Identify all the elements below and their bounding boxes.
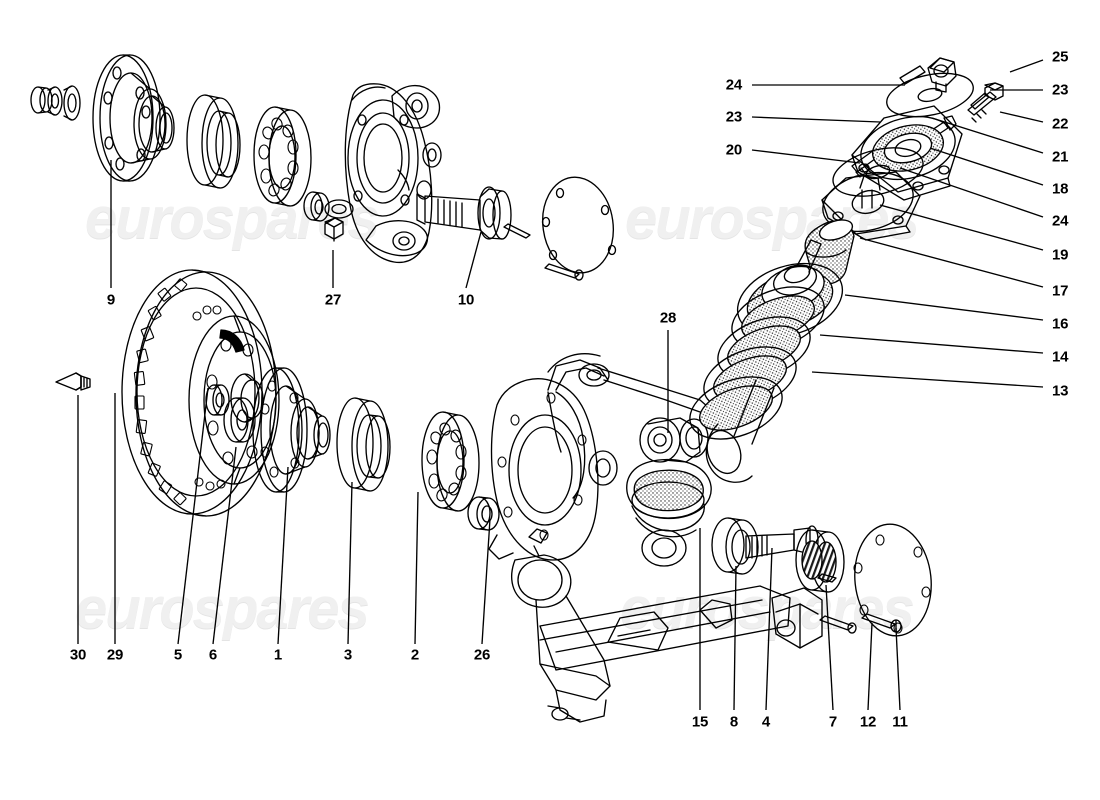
leader-line-17 xyxy=(859,237,1044,288)
leader-line-22 xyxy=(999,111,1044,123)
callout-number-24[interactable]: 24 xyxy=(1052,212,1069,230)
watermark-text: eurospares xyxy=(75,576,370,641)
callout-number-5[interactable]: 5 xyxy=(173,646,183,664)
leader-line-16 xyxy=(844,294,1044,321)
part-seal-3 xyxy=(336,397,391,492)
part-nut-washers xyxy=(30,85,81,121)
callout-number-27[interactable]: 27 xyxy=(324,291,342,309)
part-spacer-26 xyxy=(467,496,500,531)
callout-number-6[interactable]: 6 xyxy=(208,646,218,664)
callout-number-14[interactable]: 14 xyxy=(1052,348,1069,366)
callout-number-9[interactable]: 9 xyxy=(106,291,116,309)
callout-number-19[interactable]: 19 xyxy=(1052,246,1069,264)
part-wheel-stud-30 xyxy=(55,372,91,391)
part-bearing-2 xyxy=(421,411,480,512)
part-front-hub xyxy=(92,54,175,182)
leader-line-7 xyxy=(825,584,834,711)
callout-number-29[interactable]: 29 xyxy=(106,646,124,664)
callout-number-8[interactable]: 8 xyxy=(729,713,739,731)
leader-line-24 xyxy=(899,167,1044,218)
callout-number-22[interactable]: 22 xyxy=(1052,115,1069,133)
leader-line-21 xyxy=(931,117,1044,154)
callout-number-13[interactable]: 13 xyxy=(1052,382,1069,400)
part-carrier-bushings xyxy=(626,417,712,567)
part-mount-washer-23 xyxy=(886,72,974,118)
leader-line-12 xyxy=(867,622,873,711)
callout-number-2[interactable]: 2 xyxy=(410,646,420,664)
part-cover-plate-12 xyxy=(853,523,932,637)
leader-line-5 xyxy=(177,387,209,645)
part-backing-plate-upper xyxy=(541,176,617,281)
part-stud-22 xyxy=(967,91,997,123)
callout-number-25[interactable]: 25 xyxy=(1052,48,1069,66)
part-bump-stop-17 xyxy=(804,219,855,285)
leader-lines xyxy=(77,59,1044,711)
callout-number-11[interactable]: 11 xyxy=(892,713,908,731)
leader-line-11 xyxy=(895,627,901,711)
callout-number-10[interactable]: 10 xyxy=(457,291,475,309)
leader-line-25 xyxy=(1009,59,1044,73)
callout-number-30[interactable]: 30 xyxy=(69,646,87,664)
callout-number-3[interactable]: 3 xyxy=(343,646,353,664)
callout-number-4[interactable]: 4 xyxy=(761,713,771,731)
part-bearing-upper xyxy=(253,106,312,207)
leader-line-20 xyxy=(751,149,861,164)
callout-number-18[interactable]: 18 xyxy=(1052,180,1069,198)
part-rear-hub xyxy=(252,367,331,493)
leader-line-8 xyxy=(733,565,737,711)
part-upright-knuckle xyxy=(324,83,442,264)
leader-line-10 xyxy=(465,231,482,289)
leader-line-14 xyxy=(819,334,1044,354)
callout-number-23[interactable]: 23 xyxy=(1052,81,1069,99)
part-coil-spring-14 xyxy=(689,286,825,440)
leader-line-23 xyxy=(751,116,881,123)
callout-number-17[interactable]: 17 xyxy=(1052,282,1069,300)
part-seal-ring-upper xyxy=(186,94,241,189)
part-spacer-5 xyxy=(205,384,230,416)
callout-number-1[interactable]: 1 xyxy=(273,646,283,664)
leader-line-4 xyxy=(765,547,773,711)
part-washer-6 xyxy=(223,397,256,443)
watermark-text: eurospares xyxy=(85,186,380,251)
part-shock-absorber-13 xyxy=(705,379,775,483)
part-top-nut-25 xyxy=(927,57,957,93)
leader-line-19 xyxy=(879,204,1044,251)
part-spacer-upper xyxy=(303,191,330,222)
callout-number-23[interactable]: 23 xyxy=(725,108,743,126)
part-lower-wishbone xyxy=(535,585,857,723)
callout-number-26[interactable]: 26 xyxy=(473,646,491,664)
callout-number-15[interactable]: 15 xyxy=(691,713,709,731)
callout-number-24[interactable]: 24 xyxy=(725,76,743,94)
leader-line-26 xyxy=(481,518,491,645)
part-stud-24l xyxy=(899,65,926,85)
callout-number-16[interactable]: 16 xyxy=(1052,315,1069,333)
leader-line-18 xyxy=(929,147,1044,186)
part-stub-axle xyxy=(416,186,531,240)
part-abs-ring-gear-7 xyxy=(795,529,845,593)
leader-line-3 xyxy=(347,481,353,645)
leader-line-13 xyxy=(811,371,1044,388)
leader-line-6 xyxy=(212,446,237,645)
callout-number-28[interactable]: 28 xyxy=(659,309,677,327)
leader-line-1 xyxy=(277,466,289,645)
leader-line-2 xyxy=(414,491,419,645)
part-brake-disc xyxy=(121,269,280,517)
part-rear-upright-assembly xyxy=(488,353,717,608)
part-driveshaft-seal-8 xyxy=(711,517,759,575)
callout-number-12[interactable]: 12 xyxy=(859,713,877,731)
part-bush-27 xyxy=(324,217,344,242)
part-upper-strut-mount xyxy=(851,105,963,201)
callout-number-21[interactable]: 21 xyxy=(1052,148,1069,166)
callout-number-20[interactable]: 20 xyxy=(725,141,743,159)
callout-number-7[interactable]: 7 xyxy=(828,713,838,731)
